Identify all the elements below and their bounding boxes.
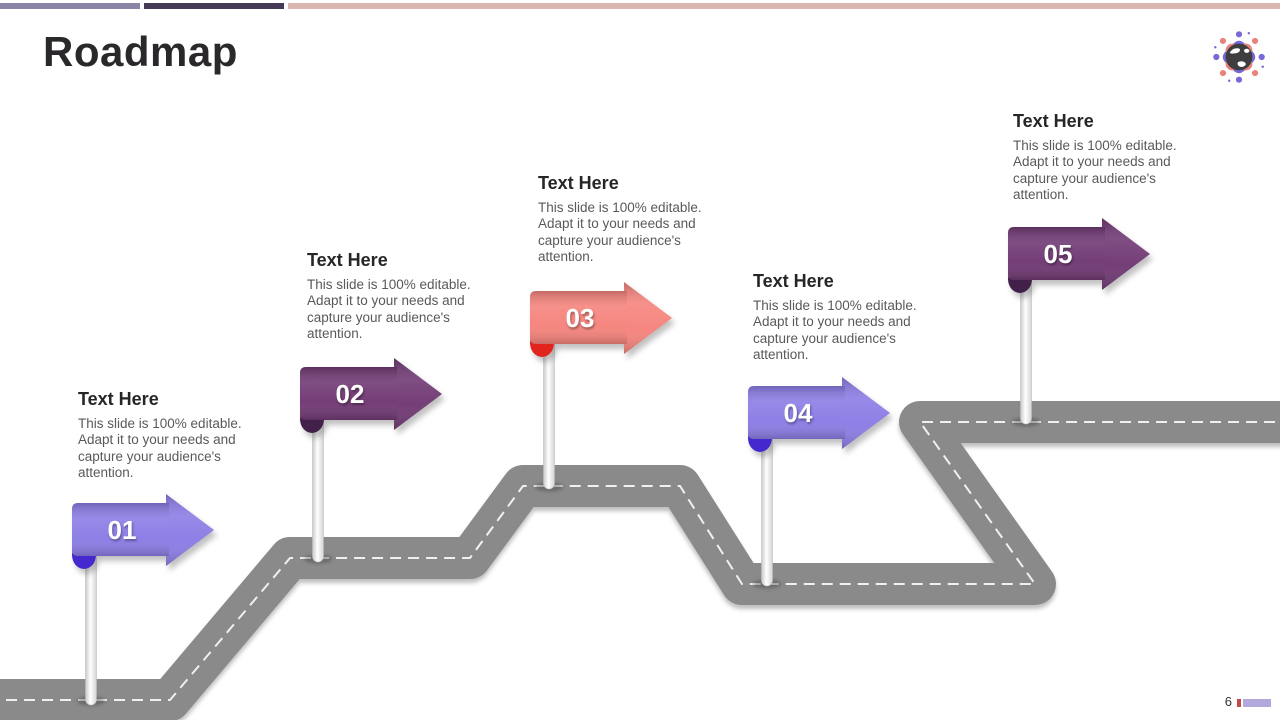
- milestone-5-description: This slide is 100% editable. Adapt it to…: [1013, 138, 1177, 203]
- top-accent-bar: [0, 3, 1280, 9]
- ribbon-body-shade: [1008, 227, 1105, 280]
- milestone-1-description: This slide is 100% editable. Adapt it to…: [78, 416, 242, 481]
- milestone-4-title: Text Here: [753, 271, 834, 291]
- milestone-4-number: 04: [784, 398, 813, 428]
- milestone-3-description: This slide is 100% editable. Adapt it to…: [538, 200, 702, 265]
- logo-globe: [1225, 43, 1253, 71]
- milestone-2-sign: 02: [300, 358, 442, 433]
- milestone-2-description: This slide is 100% editable. Adapt it to…: [307, 277, 471, 342]
- top-bar-segment-2: [144, 3, 284, 9]
- milestone-5-number: 05: [1044, 239, 1073, 269]
- milestone-2-text: Text Here This slide is 100% editable. A…: [307, 250, 477, 343]
- ribbon-body-shade: [300, 367, 397, 420]
- milestone-1-sign: 01: [72, 494, 214, 569]
- top-bar-segment-1: [0, 3, 140, 9]
- top-bar-segment-3: [288, 3, 1280, 9]
- milestone-3-sign: 03: [530, 282, 672, 357]
- page-title: Roadmap: [43, 28, 238, 75]
- road-center-dashes: [0, 421, 1280, 701]
- milestone-5-sign: 05: [1008, 218, 1150, 293]
- arrow-head-shade: [166, 494, 214, 566]
- milestone-5-title: Text Here: [1013, 111, 1094, 131]
- people-globe-logo-icon: [1213, 31, 1265, 83]
- arrow-head-shade: [394, 358, 442, 430]
- milestone-3-title: Text Here: [538, 173, 619, 193]
- sign-poles: [85, 273, 1032, 706]
- milestone-1-number: 01: [108, 515, 137, 545]
- arrow-head-shade: [1102, 218, 1150, 290]
- milestone-1-title: Text Here: [78, 389, 159, 409]
- page-number: 6: [1224, 694, 1232, 709]
- footer-accent-bar-red: [1237, 699, 1241, 707]
- arrow-head-shade: [842, 377, 890, 449]
- ribbon-body-shade: [530, 291, 627, 344]
- milestone-4-description: This slide is 100% editable. Adapt it to…: [753, 298, 917, 363]
- milestone-2-number: 02: [336, 379, 365, 409]
- milestone-1-text: Text Here This slide is 100% editable. A…: [78, 389, 248, 482]
- milestone-5-text: Text Here This slide is 100% editable. A…: [1013, 111, 1183, 204]
- arrow-head-shade: [624, 282, 672, 354]
- milestone-4-sign: 04: [748, 377, 890, 452]
- milestone-3-text: Text Here This slide is 100% editable. A…: [538, 173, 708, 266]
- milestone-3-number: 03: [566, 303, 595, 333]
- milestone-4-text: Text Here This slide is 100% editable. A…: [753, 271, 923, 364]
- ribbon-body-shade: [748, 386, 845, 439]
- footer-accent-bar-purple: [1243, 699, 1271, 707]
- milestone-2-title: Text Here: [307, 250, 388, 270]
- ribbon-body-shade: [72, 503, 169, 556]
